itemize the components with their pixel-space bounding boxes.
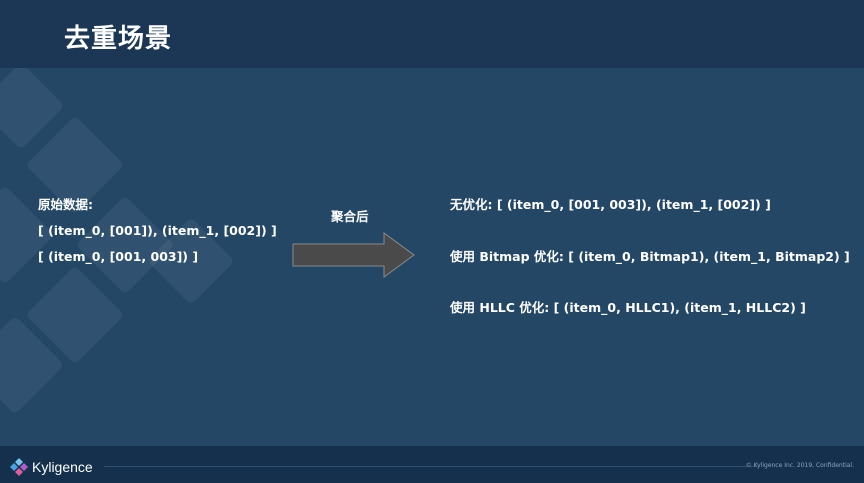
result-bitmap-optimization: 使用 Bitmap 优化: [ (item_0, Bitmap1), (item…	[450, 249, 850, 264]
source-line-2: [ (item_0, [001, 003]) ]	[38, 249, 199, 264]
header-bar	[0, 0, 864, 68]
kyligence-logo-icon	[10, 458, 28, 476]
arrow-label: 聚合后	[331, 209, 369, 224]
kyligence-logo: Kyligence	[9, 457, 93, 477]
logo-text: Kyligence	[32, 459, 93, 475]
copyright-notice: © Kyligence Inc. 2019, Confidential.	[745, 462, 854, 469]
footer-divider	[104, 466, 756, 467]
result-no-optimization: 无优化: [ (item_0, [001, 003]), (item_1, [0…	[450, 197, 771, 212]
source-line-1: [ (item_0, [001]), (item_1, [002]) ]	[38, 223, 277, 238]
source-label: 原始数据:	[38, 197, 93, 212]
slide-title: 去重场景	[64, 24, 173, 54]
right-arrow-icon	[292, 232, 415, 278]
footer-bar	[0, 446, 864, 483]
result-hllc-optimization: 使用 HLLC 优化: [ (item_0, HLLC1), (item_1, …	[450, 300, 806, 315]
